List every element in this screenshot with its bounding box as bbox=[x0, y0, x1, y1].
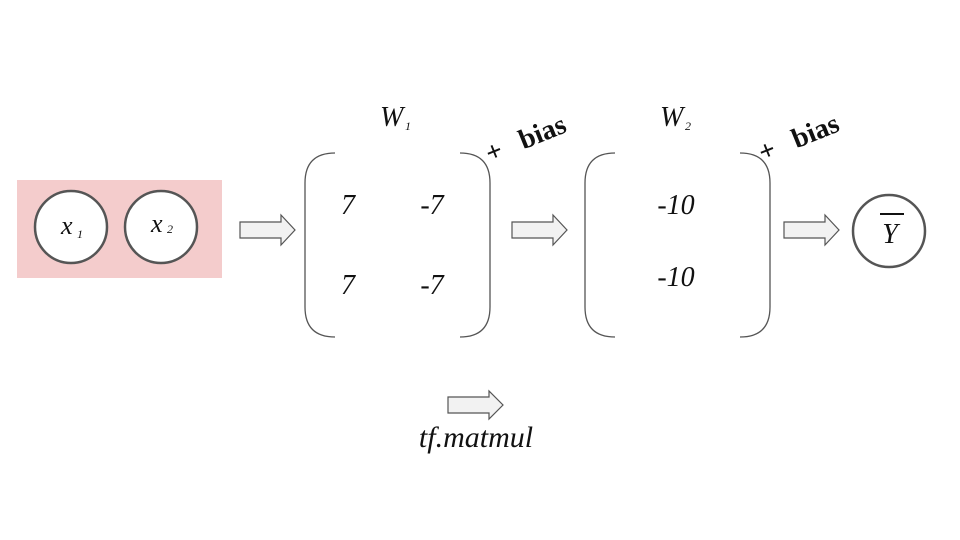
right-block-arrow-icon bbox=[447, 389, 504, 421]
input-node-x2: x 2 bbox=[123, 189, 199, 265]
x2-subscript: 2 bbox=[167, 222, 173, 236]
matrix1-cell-1-1: -7 bbox=[420, 270, 444, 301]
right-block-arrow-icon bbox=[783, 213, 840, 247]
w1-subscript: 1 bbox=[405, 119, 411, 133]
w1-label: W bbox=[380, 102, 406, 133]
x1-label: x bbox=[60, 211, 73, 240]
matrix1-cell-0-1: -7 bbox=[420, 190, 444, 221]
input-node-x1: x 1 bbox=[33, 189, 109, 265]
output-label: Y bbox=[882, 219, 901, 250]
right-block-arrow-icon bbox=[511, 213, 568, 247]
matrix2-right-bracket bbox=[739, 152, 771, 338]
w2-label: W bbox=[660, 102, 686, 133]
layer2-bias: bias bbox=[787, 108, 843, 155]
w2-subscript: 2 bbox=[685, 119, 691, 133]
layer1-bias-annotation: + bias bbox=[481, 109, 571, 169]
output-node: Y bbox=[851, 193, 927, 269]
matrix1-cell-0-0: 7 bbox=[341, 190, 356, 221]
layer2-bias-annotation: + bias bbox=[754, 108, 844, 168]
right-block-arrow-icon bbox=[239, 213, 296, 247]
x2-label: x bbox=[150, 209, 163, 238]
x1-subscript: 1 bbox=[77, 227, 83, 241]
legend-tf-matmul: tf.matmul bbox=[419, 421, 533, 454]
matrix2-cell-0: -10 bbox=[657, 190, 694, 221]
matrix2-cell-1: -10 bbox=[657, 262, 694, 293]
matrix2-left-bracket bbox=[584, 152, 616, 338]
matrix1-right-bracket bbox=[459, 152, 491, 338]
layer1-bias: bias bbox=[514, 109, 570, 156]
matrix1-left-bracket bbox=[304, 152, 336, 338]
matrix1-cell-1-0: 7 bbox=[341, 270, 356, 301]
layer2-plus: + bbox=[754, 134, 780, 169]
